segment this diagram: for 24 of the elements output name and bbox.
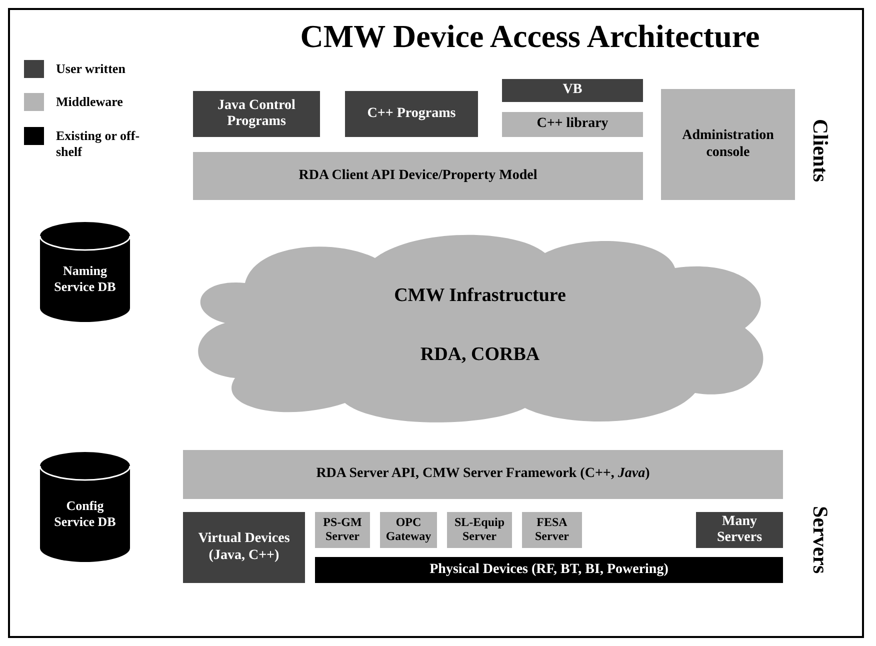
section-label: Servers [808, 505, 834, 576]
legend-text: Middleware [56, 94, 124, 110]
component-box: Administration console [661, 89, 795, 200]
component-box: FESA Server [522, 512, 582, 548]
section-label: Clients [808, 118, 834, 184]
component-box: Many Servers [696, 512, 783, 548]
node-text: RDA, CORBA [420, 344, 540, 366]
component-box: Virtual Devices (Java, C++) [183, 512, 305, 583]
legend-text: User written [56, 61, 126, 77]
component-box: Java Control Programs [193, 91, 320, 137]
device-bar: Physical Devices (RF, BT, BI, Powering) [315, 557, 783, 583]
component-box: RDA Client API Device/Property Model [193, 152, 643, 200]
component-box: VB [502, 79, 643, 102]
component-box: SL-Equip Server [447, 512, 512, 548]
node-text: CMW Infrastructure [394, 284, 566, 308]
component-box: OPC Gateway [380, 512, 437, 548]
legend-text: Existing or off-shelf [56, 128, 141, 160]
diagram-title: CMW Device Access Architecture [299, 18, 761, 55]
component-box: C++ library [502, 112, 643, 137]
component-box: PS-GM Server [315, 512, 370, 548]
node-text: Naming Service DB [53, 262, 117, 295]
component-box: C++ Programs [345, 91, 478, 137]
node-text: Config Service DB [53, 497, 117, 530]
component-box: RDA Server API, CMW Server Framework (C++, Java) [183, 450, 783, 499]
